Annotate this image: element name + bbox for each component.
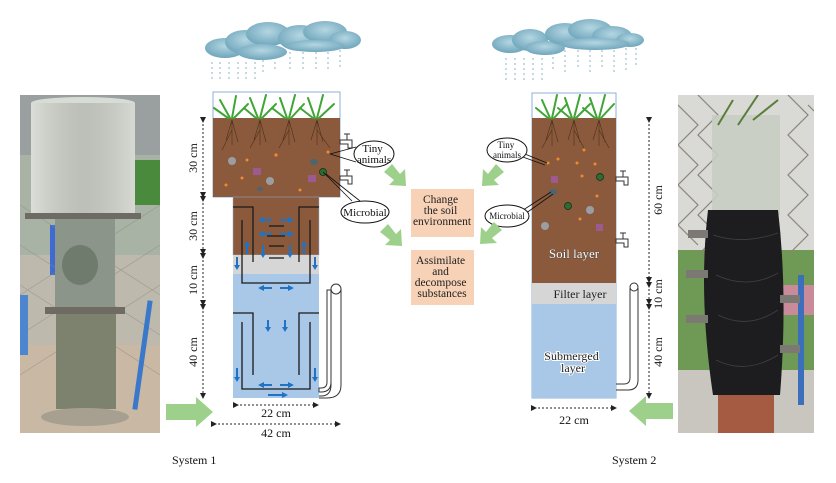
dim-label: 40 cm bbox=[651, 337, 665, 367]
rain-cloud-icon bbox=[492, 19, 644, 82]
dim-label: 22 cm bbox=[559, 413, 589, 427]
grass-icon bbox=[213, 94, 335, 119]
flow-arrow-icon bbox=[380, 224, 402, 246]
outlet-pipe bbox=[318, 283, 342, 399]
dim-label: 42 cm bbox=[261, 426, 291, 440]
tiny-animals-label: Tiny animals bbox=[493, 140, 521, 160]
process-box-change-soil bbox=[411, 189, 474, 237]
dim-label: 22 cm bbox=[261, 406, 291, 420]
dim-label: 40 cm bbox=[186, 337, 200, 367]
dim-label: 10 cm bbox=[651, 279, 665, 309]
submerged-layer-label: Submerged layer bbox=[544, 349, 601, 375]
flow-arrow-icon bbox=[480, 222, 502, 244]
system1-caption: System 1 bbox=[172, 453, 216, 467]
system1-column: 30 cm 30 cm 10 cm 40 cm 22 cm 42 cm Tiny… bbox=[186, 91, 395, 440]
dim-label: 10 cm bbox=[186, 265, 200, 295]
dim-label: 30 cm bbox=[186, 211, 200, 241]
system2-photo bbox=[678, 95, 814, 433]
microbial-label: Microbial bbox=[489, 211, 525, 221]
process-box-label: Assimilate and decompose substances bbox=[415, 255, 470, 300]
submerged-layer bbox=[532, 304, 616, 398]
tap-icon bbox=[615, 170, 629, 186]
tap-icon bbox=[339, 133, 353, 149]
system2-column: Soil layer Filter layer Submerged layer … bbox=[484, 92, 665, 427]
flow-arrow-icon bbox=[234, 217, 318, 398]
grass-icon bbox=[535, 94, 615, 119]
soil-layer bbox=[213, 118, 340, 197]
dim-label: 30 cm bbox=[186, 143, 200, 173]
inflow-arrow-icon bbox=[166, 397, 213, 427]
system2-caption: System 2 bbox=[612, 453, 656, 467]
flow-arrow-icon bbox=[384, 164, 406, 186]
process-box-assimilate bbox=[411, 250, 474, 305]
tap-icon bbox=[339, 169, 353, 185]
tiny-animals-label: Tiny animals bbox=[357, 143, 391, 166]
dim-label: 60 cm bbox=[651, 185, 665, 215]
rain-cloud-icon bbox=[205, 21, 361, 82]
microbial-label: Microbial bbox=[343, 207, 386, 219]
process-box-label: Change the soil environment bbox=[413, 194, 472, 228]
filter-layer bbox=[532, 283, 616, 304]
inflow-arrow-icon bbox=[629, 396, 673, 426]
tap-icon bbox=[615, 232, 629, 248]
filter-layer-label: Filter layer bbox=[554, 287, 607, 301]
system1-photo bbox=[20, 95, 160, 433]
flow-arrow-icon bbox=[482, 164, 504, 186]
outlet-pipe bbox=[616, 282, 639, 391]
soil-layer-label: Soil layer bbox=[549, 246, 600, 261]
